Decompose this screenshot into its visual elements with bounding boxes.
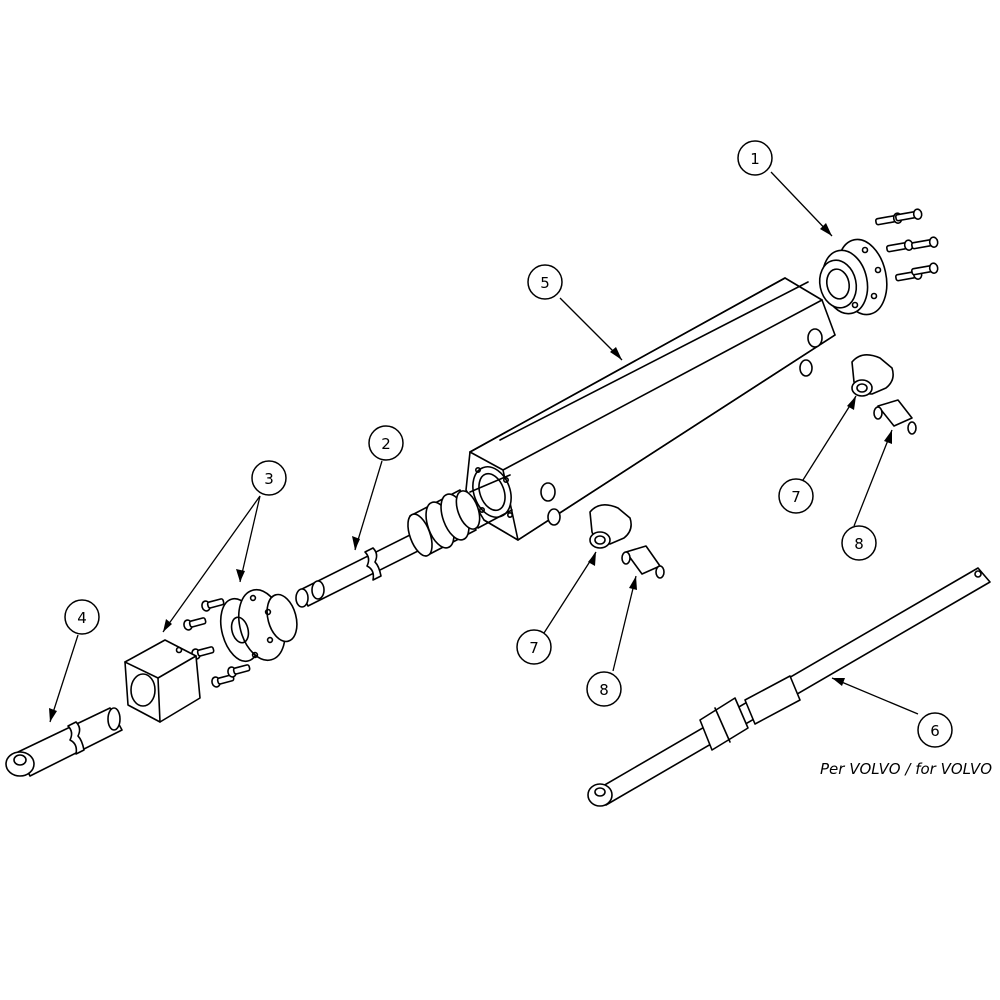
gland-flange bbox=[219, 588, 298, 663]
leader-8b bbox=[612, 575, 637, 672]
callout-5: 5 bbox=[527, 264, 563, 300]
leader-8a bbox=[853, 429, 893, 527]
leader-7a bbox=[802, 395, 857, 481]
callout-7-lower: 7 bbox=[516, 629, 552, 665]
volvo-rod bbox=[587, 567, 991, 807]
nipple-fitting-upper bbox=[873, 399, 917, 435]
callout-4-label: 4 bbox=[77, 609, 87, 627]
callout-5-label: 5 bbox=[540, 274, 550, 292]
callout-3: 3 bbox=[251, 460, 287, 496]
callout-2-label: 2 bbox=[381, 435, 391, 453]
leader-5 bbox=[559, 297, 623, 361]
callout-7-upper-label: 7 bbox=[791, 488, 801, 506]
elbow-fitting-upper bbox=[851, 354, 894, 397]
leader-1 bbox=[770, 171, 833, 237]
callout-3-label: 3 bbox=[264, 470, 274, 488]
callout-arrowheads bbox=[49, 223, 892, 722]
callout-7-lower-label: 7 bbox=[529, 639, 539, 657]
callout-8-upper-label: 8 bbox=[854, 535, 864, 553]
square-nut-block bbox=[124, 639, 201, 723]
callout-2: 2 bbox=[368, 425, 404, 461]
nipple-fitting-lower bbox=[621, 545, 665, 579]
piston-rod bbox=[295, 474, 513, 608]
leader-2 bbox=[354, 460, 383, 551]
cylinder-body bbox=[465, 277, 836, 541]
leader-7b bbox=[543, 551, 597, 634]
callout-6: 6 bbox=[917, 712, 953, 748]
leader-4 bbox=[49, 634, 79, 723]
flange-bolts-right bbox=[874, 208, 939, 282]
callout-8-lower-label: 8 bbox=[599, 681, 609, 699]
leader-3b bbox=[162, 495, 261, 633]
rod-end-shaft bbox=[5, 707, 123, 777]
leader-3a bbox=[239, 495, 261, 583]
callout-6-label: 6 bbox=[930, 722, 940, 740]
gland-bolts bbox=[183, 598, 251, 688]
callout-8-lower: 8 bbox=[586, 671, 622, 707]
volvo-note: Per VOLVO / for VOLVO bbox=[820, 760, 992, 778]
callout-leaders bbox=[49, 171, 919, 723]
end-flange bbox=[818, 238, 888, 316]
callout-1-label: 1 bbox=[750, 150, 760, 168]
callout-8-upper: 8 bbox=[841, 525, 877, 561]
elbow-fitting-lower bbox=[589, 504, 632, 549]
callout-4: 4 bbox=[64, 599, 100, 635]
callout-7-upper: 7 bbox=[778, 478, 814, 514]
leader-6 bbox=[831, 677, 919, 715]
callout-1: 1 bbox=[737, 140, 773, 176]
